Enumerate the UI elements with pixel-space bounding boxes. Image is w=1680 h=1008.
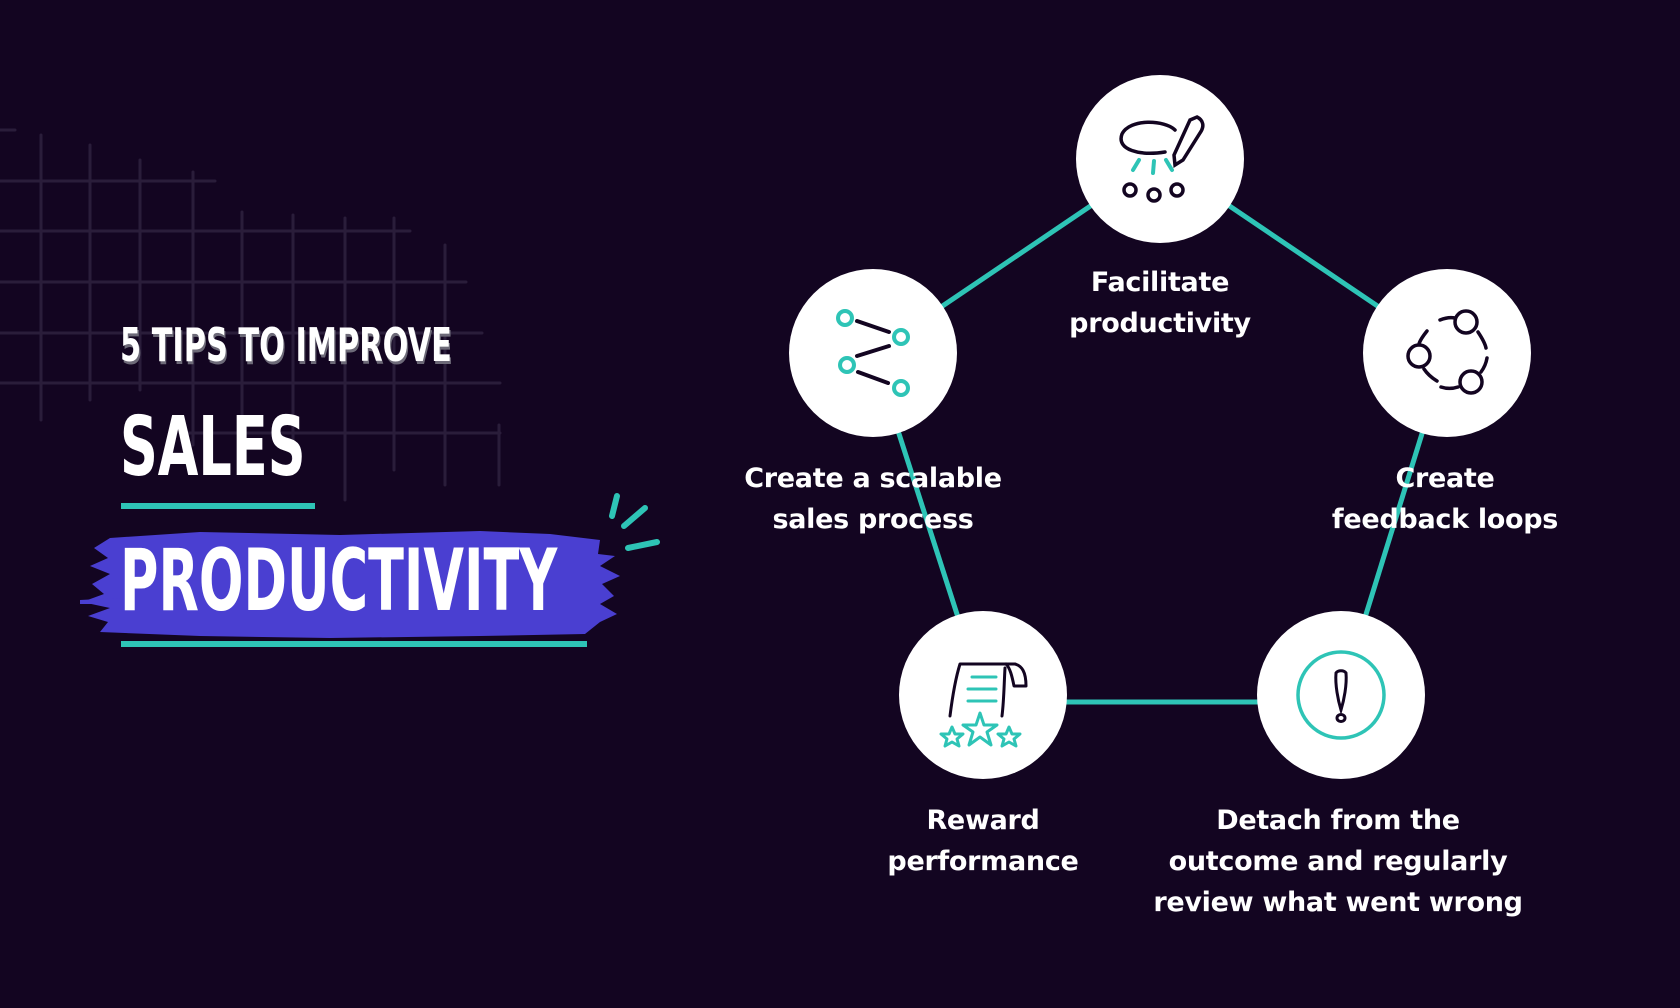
node-detach (1257, 611, 1425, 779)
sales-underline (121, 503, 315, 509)
tip-label-line: Create a scalable (744, 463, 1002, 494)
tip-label-detach: Detach from the outcome and regularly re… (1153, 800, 1523, 923)
background-grid-decoration (0, 128, 502, 502)
title-kicker: 5 TIPS TO IMPROVE (120, 318, 452, 372)
receipt-stars-icon (939, 662, 1028, 748)
title-productivity: PRODUCTIVITY (120, 531, 558, 631)
tip-label-line: Create (1395, 463, 1495, 494)
sparkle-accent-icon (609, 493, 660, 551)
tip-label-line: review what went wrong (1153, 887, 1523, 918)
productivity-underline (121, 641, 587, 647)
tip-label-facilitate: Facilitate productivity (1069, 262, 1251, 344)
tip-label-line: Facilitate (1090, 267, 1230, 298)
process-nodes-icon (836, 309, 910, 397)
tip-label-reward: Reward performance (887, 800, 1078, 882)
node-facilitate (1076, 75, 1244, 243)
tip-label-line: productivity (1069, 308, 1251, 339)
tip-label-feedback: Create feedback loops (1332, 458, 1558, 540)
tip-label-line: sales process (772, 504, 974, 535)
brainstorm-pencil-icon (1119, 115, 1205, 203)
title-sales: SALES (120, 400, 306, 495)
tip-label-line: Detach from the (1216, 805, 1460, 836)
brush-stroke-highlight (80, 531, 620, 638)
tip-label-line: outcome and regularly (1168, 846, 1508, 877)
tip-label-scalable: Create a scalable sales process (744, 458, 1002, 540)
node-feedback (1363, 269, 1531, 437)
tip-label-line: Reward (926, 805, 1040, 836)
cycle-loop-icon (1406, 309, 1489, 395)
tip-label-line: feedback loops (1331, 504, 1559, 535)
tip-label-line: performance (887, 846, 1079, 877)
node-reward (899, 611, 1067, 779)
exclamation-circle-icon (1296, 650, 1386, 740)
